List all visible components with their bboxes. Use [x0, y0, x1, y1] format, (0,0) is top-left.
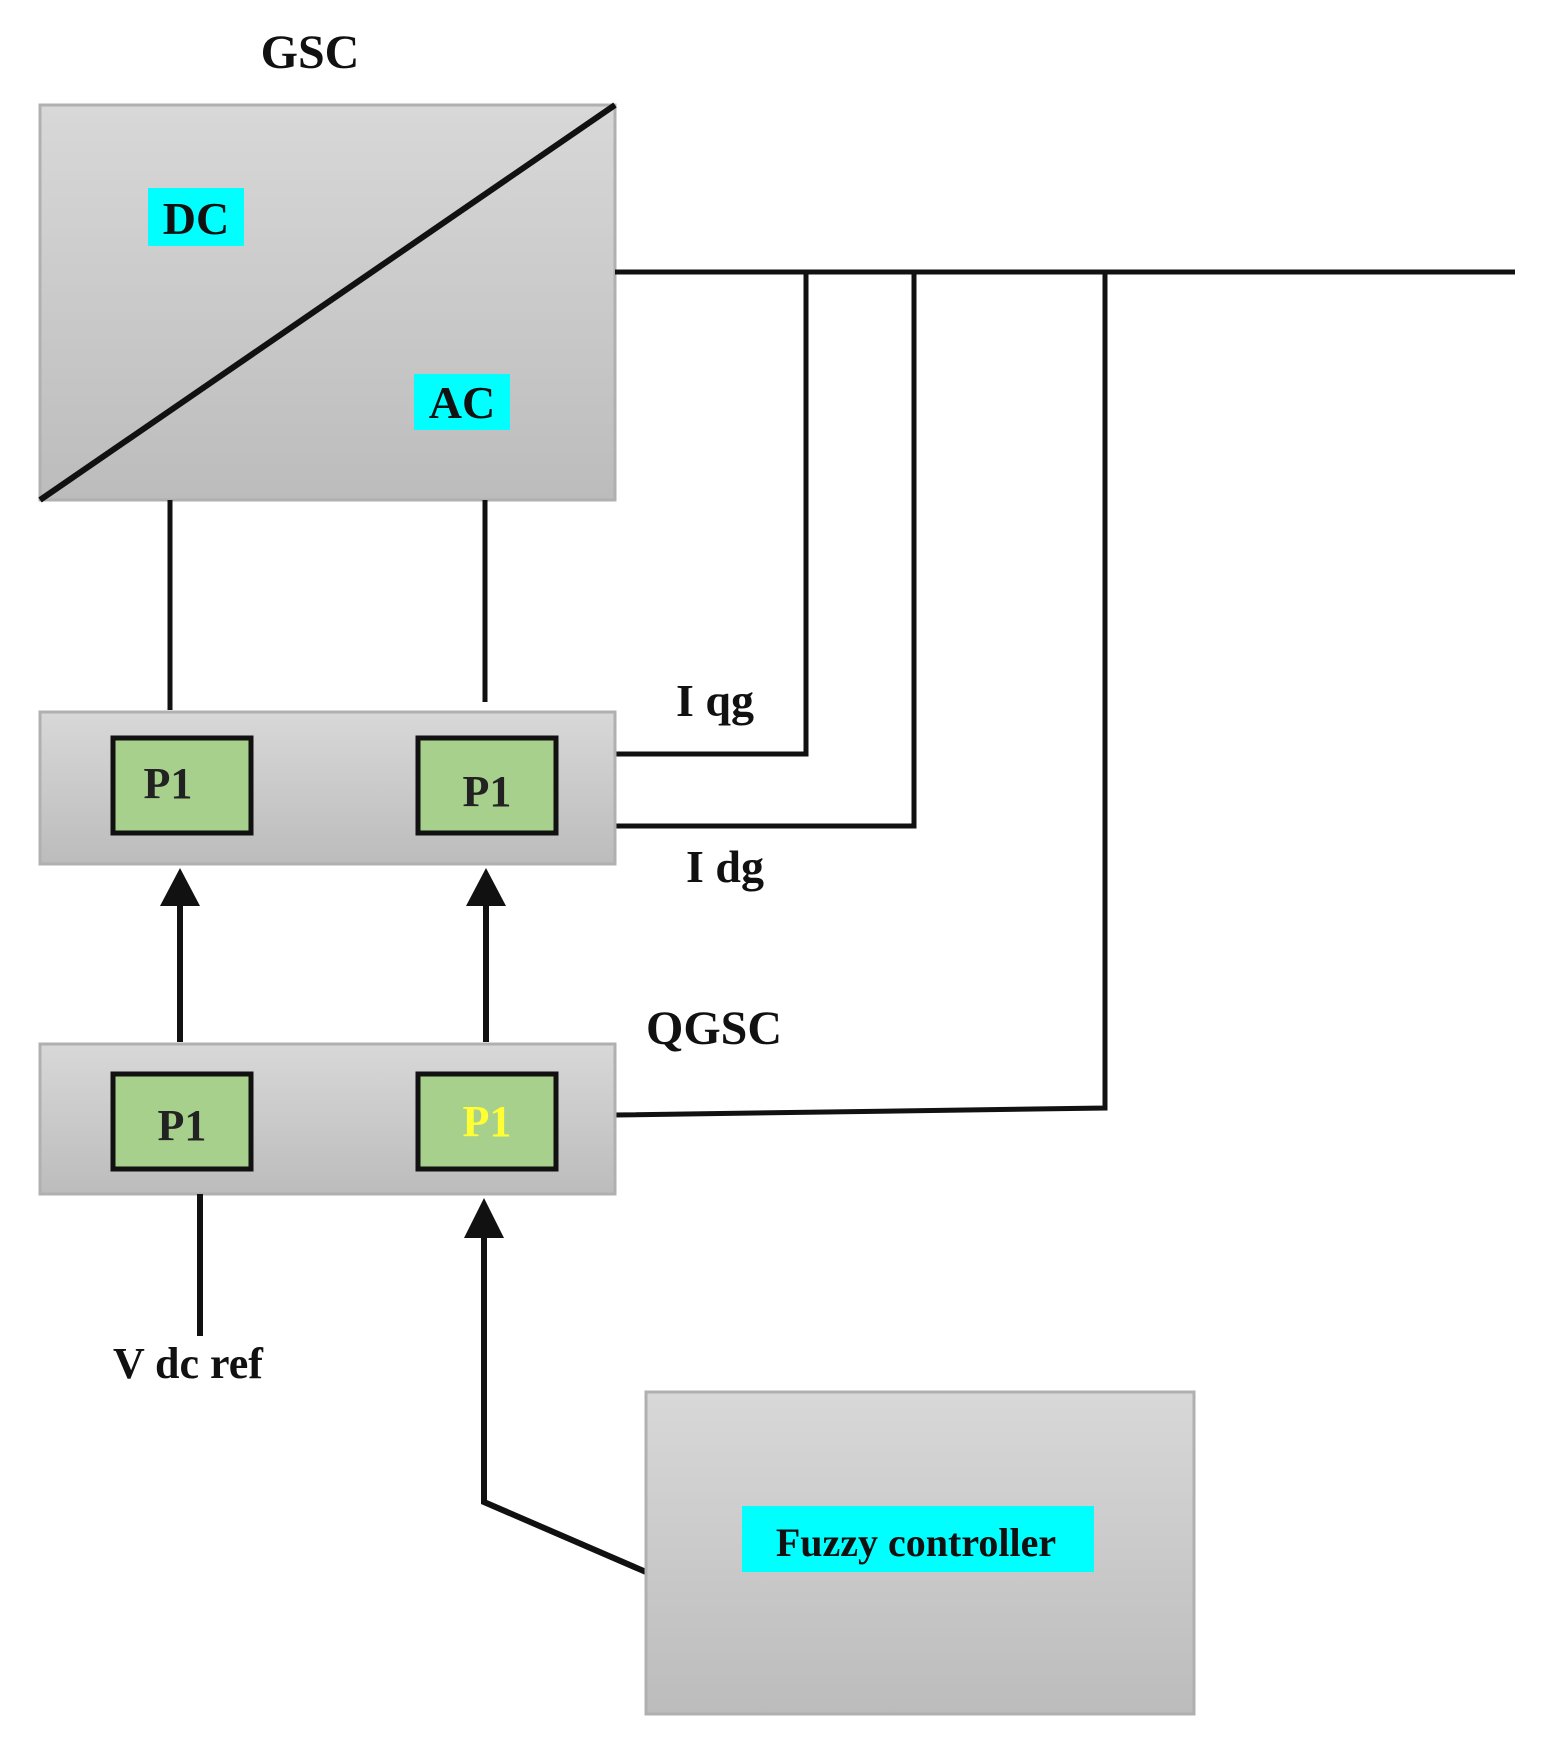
qgsc-feedback-line	[614, 272, 1108, 1118]
dc-label: DC	[163, 193, 229, 244]
dc-highlight	[148, 188, 244, 246]
fuzzy-controller-label: Fuzzy controller	[776, 1520, 1056, 1565]
pi-block-upper: P1 P1	[38, 710, 617, 866]
qgsc-title: QGSC	[646, 1002, 782, 1055]
ac-label: AC	[429, 377, 495, 428]
vdc-ref-label: V dc ref	[113, 1339, 264, 1388]
pi-lower-right-label: P1	[463, 1097, 512, 1146]
arrow-left-lower-to-upper	[160, 868, 200, 1042]
idg-feedback-line	[615, 272, 917, 829]
pi-upper-left	[110, 735, 254, 836]
gsc-title: GSC	[261, 26, 360, 79]
iqg-label: I qg	[676, 675, 754, 726]
pi-block-lower: P1 P1	[38, 1042, 617, 1196]
iqg-feedback-line	[615, 272, 809, 757]
pi-upper-right-label: P1	[463, 767, 512, 816]
pi-lower-left	[110, 1071, 254, 1172]
pi-upper-left-label: P1	[144, 759, 193, 808]
arrow-fuzzy-to-pi	[464, 1198, 648, 1575]
ac-highlight	[414, 374, 510, 430]
gsc-converter-block: DC AC	[38, 102, 617, 503]
pi-lower-right	[415, 1071, 559, 1172]
pi-upper-right	[415, 735, 559, 836]
arrow-right-lower-to-upper	[466, 868, 506, 1042]
idg-label: I dg	[686, 841, 764, 892]
fuzzy-controller-block: Fuzzy controller	[644, 1390, 1196, 1716]
pi-lower-left-label: P1	[158, 1101, 207, 1150]
converter-diagonal	[38, 102, 617, 503]
fuzzy-highlight	[742, 1506, 1094, 1572]
